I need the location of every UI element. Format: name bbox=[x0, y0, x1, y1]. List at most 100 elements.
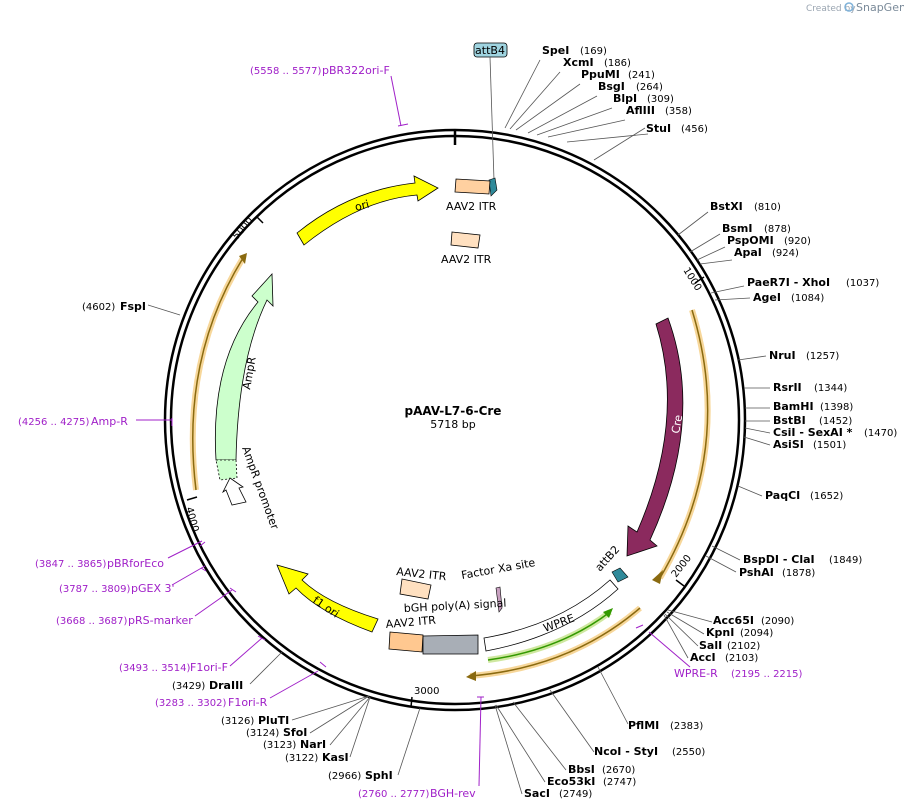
site-bamhi[interactable]: BamHI(1398) bbox=[773, 400, 853, 413]
svg-text:F1ori-F: F1ori-F bbox=[190, 661, 228, 674]
attb4-mark bbox=[488, 177, 498, 197]
site-bsmi[interactable]: BsmI(878) bbox=[722, 222, 791, 235]
site-rsrii[interactable]: RsrII(1344) bbox=[773, 381, 847, 394]
primer-pgex3[interactable]: (3787 .. 3809) pGEX 3' bbox=[59, 565, 207, 595]
svg-text:(358): (358) bbox=[665, 106, 692, 117]
site-pspomi[interactable]: PspOMI(920) bbox=[727, 234, 811, 247]
site-fspi[interactable]: (4602)FspI bbox=[82, 300, 146, 313]
svg-text:(1878): (1878) bbox=[782, 568, 815, 579]
leader-pflmi bbox=[597, 666, 629, 725]
svg-text:(4256 .. 4275): (4256 .. 4275) bbox=[18, 417, 90, 428]
ampr-tail bbox=[215, 459, 238, 481]
itr-bottom2-box bbox=[399, 578, 432, 600]
site-sphi[interactable]: (2966)SphI bbox=[328, 769, 393, 782]
site-acci[interactable]: AccI(2103) bbox=[690, 651, 758, 664]
svg-text:(3493 .. 3514): (3493 .. 3514) bbox=[119, 663, 191, 674]
svg-text:BspDI - ClaI: BspDI - ClaI bbox=[743, 553, 815, 566]
site-sfoi[interactable]: (3124)SfoI bbox=[246, 726, 307, 739]
ampr-orf-line bbox=[192, 257, 244, 491]
itr-top-label: AAV2 ITR bbox=[446, 200, 497, 213]
leader-bsgi bbox=[527, 95, 598, 134]
site-kasi[interactable]: (3122)KasI bbox=[285, 751, 349, 764]
wpre-feature[interactable]: WPRE bbox=[466, 579, 642, 681]
site-bbsi[interactable]: BbsI(2670) bbox=[568, 763, 635, 776]
svg-text:Amp-R: Amp-R bbox=[91, 415, 128, 428]
svg-text:(3124): (3124) bbox=[246, 728, 279, 739]
site-sali[interactable]: SalI(2102) bbox=[699, 639, 760, 652]
site-agei[interactable]: AgeI(1084) bbox=[753, 291, 824, 304]
primer-pbrforeco[interactable]: (3847 .. 3865) pBRforEco bbox=[35, 540, 206, 570]
site-spei[interactable]: SpeI(169) bbox=[542, 44, 607, 57]
svg-text:FspI: FspI bbox=[120, 300, 146, 313]
site-clai[interactable]: BspDI - ClaI(1849) bbox=[743, 553, 862, 566]
svg-text:(3122): (3122) bbox=[285, 753, 318, 764]
site-kpni[interactable]: KpnI(2094) bbox=[706, 626, 773, 639]
tick-2000 bbox=[675, 579, 685, 587]
site-pluti[interactable]: (3126)PluTI bbox=[221, 714, 289, 727]
itr-top-feature[interactable]: AAV2 ITR AAV2 ITR bbox=[441, 178, 497, 266]
svg-text:BGH-rev: BGH-rev bbox=[430, 787, 476, 800]
site-stui[interactable]: StuI(456) bbox=[646, 122, 708, 135]
primer-pbr322ori-f[interactable]: (5558 .. 5577) pBR322ori-F bbox=[250, 64, 409, 127]
site-xcmi[interactable]: XcmI(186) bbox=[563, 56, 631, 69]
primer-amp-r[interactable]: (4256 .. 4275) Amp-R bbox=[18, 415, 173, 428]
site-draiii[interactable]: (3429)DraIII bbox=[172, 679, 243, 692]
cre-feature[interactable]: Cre bbox=[626, 317, 685, 557]
leader-pluti bbox=[291, 695, 370, 721]
itr-bottom-feature[interactable]: AAV2 ITR AAV2 ITR bbox=[385, 565, 447, 653]
site-bstxi[interactable]: BstXI(810) bbox=[710, 200, 781, 213]
site-ppumi[interactable]: PpuMI(241) bbox=[581, 68, 655, 81]
bgh-feature[interactable]: bGH poly(A) signal bbox=[403, 597, 507, 655]
site-nari[interactable]: (3123)NarI bbox=[263, 738, 326, 751]
site-pflmi[interactable]: PflMI(2383) bbox=[628, 719, 703, 732]
svg-text:BamHI: BamHI bbox=[773, 400, 814, 413]
svg-text:BsgI: BsgI bbox=[598, 80, 625, 93]
snapgene-branding: Created by SnapGene bbox=[806, 1, 904, 14]
f1ori-feature[interactable]: f1 ori bbox=[276, 564, 379, 633]
leader-paqci bbox=[737, 485, 763, 497]
svg-text:(2550): (2550) bbox=[672, 747, 705, 758]
site-bstbi[interactable]: BstBI(1452) bbox=[773, 414, 852, 427]
svg-text:(264): (264) bbox=[636, 82, 663, 93]
site-apai[interactable]: ApaI(924) bbox=[734, 246, 799, 259]
primer-f1ori-f[interactable]: (3493 .. 3514) F1ori-F bbox=[119, 635, 266, 674]
svg-text:(1452): (1452) bbox=[819, 416, 852, 427]
site-afliii[interactable]: AflIII(358) bbox=[626, 104, 692, 117]
primer-wpre-r[interactable]: WPRE-R (2195 .. 2215) bbox=[635, 624, 803, 680]
leader-pspomi bbox=[696, 246, 726, 261]
site-pshai[interactable]: PshAI(1878) bbox=[739, 566, 815, 579]
site-acc65i[interactable]: Acc65I(2090) bbox=[713, 614, 794, 627]
site-paqci[interactable]: PaqCI(1652) bbox=[765, 489, 843, 502]
ampr-orf-feature bbox=[189, 253, 247, 491]
itr-bottom-box bbox=[388, 631, 424, 653]
site-nrui[interactable]: NruI(1257) bbox=[769, 349, 839, 362]
svg-text:(3787 .. 3809): (3787 .. 3809) bbox=[59, 584, 131, 595]
leader-nrui bbox=[737, 355, 767, 361]
svg-text:SacI: SacI bbox=[524, 787, 550, 800]
site-saci[interactable]: SacI(2749) bbox=[524, 787, 592, 800]
site-xhoi[interactable]: PaeR7I - XhoI(1037) bbox=[747, 276, 879, 289]
leader-kpni bbox=[666, 611, 705, 635]
attb2-feature[interactable]: attB2 bbox=[593, 543, 629, 583]
site-blpi[interactable]: BlpI(309) bbox=[613, 92, 674, 105]
site-bsgi[interactable]: BsgI (264) bbox=[598, 80, 663, 93]
site-ncoi[interactable]: NcoI - StyI(2550) bbox=[594, 745, 705, 758]
leader-pshai bbox=[705, 555, 737, 573]
attb4-feature[interactable]: attB4 bbox=[473, 42, 508, 197]
leader-xcmi bbox=[509, 71, 561, 130]
svg-text:(2103): (2103) bbox=[725, 653, 758, 664]
svg-text:(2094): (2094) bbox=[740, 628, 773, 639]
svg-text:PaeR7I - XhoI: PaeR7I - XhoI bbox=[747, 276, 830, 289]
svg-text:(5558 .. 5577): (5558 .. 5577) bbox=[250, 66, 322, 77]
primer-f1ori-r[interactable]: (3283 .. 3302) F1ori-R bbox=[155, 661, 327, 709]
ori-feature[interactable]: ori bbox=[296, 175, 439, 246]
site-leaders bbox=[147, 59, 771, 795]
site-labels: SpeI(169) XcmI(186) PpuMI(241) BsgI (264)… bbox=[82, 44, 897, 800]
primer-prs-marker[interactable]: (3668 .. 3687) pRS-marker bbox=[56, 587, 237, 627]
site-asisi[interactable]: AsiSI(1501) bbox=[773, 438, 846, 451]
primer-bgh-rev[interactable]: (2760 .. 2777) BGH-rev bbox=[358, 696, 484, 800]
ampr-feature[interactable]: AmpR bbox=[214, 272, 274, 481]
ampr-promoter-arrow bbox=[221, 477, 247, 506]
site-sexai[interactable]: CsiI - SexAI *(1470) bbox=[773, 426, 897, 439]
site-eco53ki[interactable]: Eco53kI(2747) bbox=[547, 775, 636, 788]
